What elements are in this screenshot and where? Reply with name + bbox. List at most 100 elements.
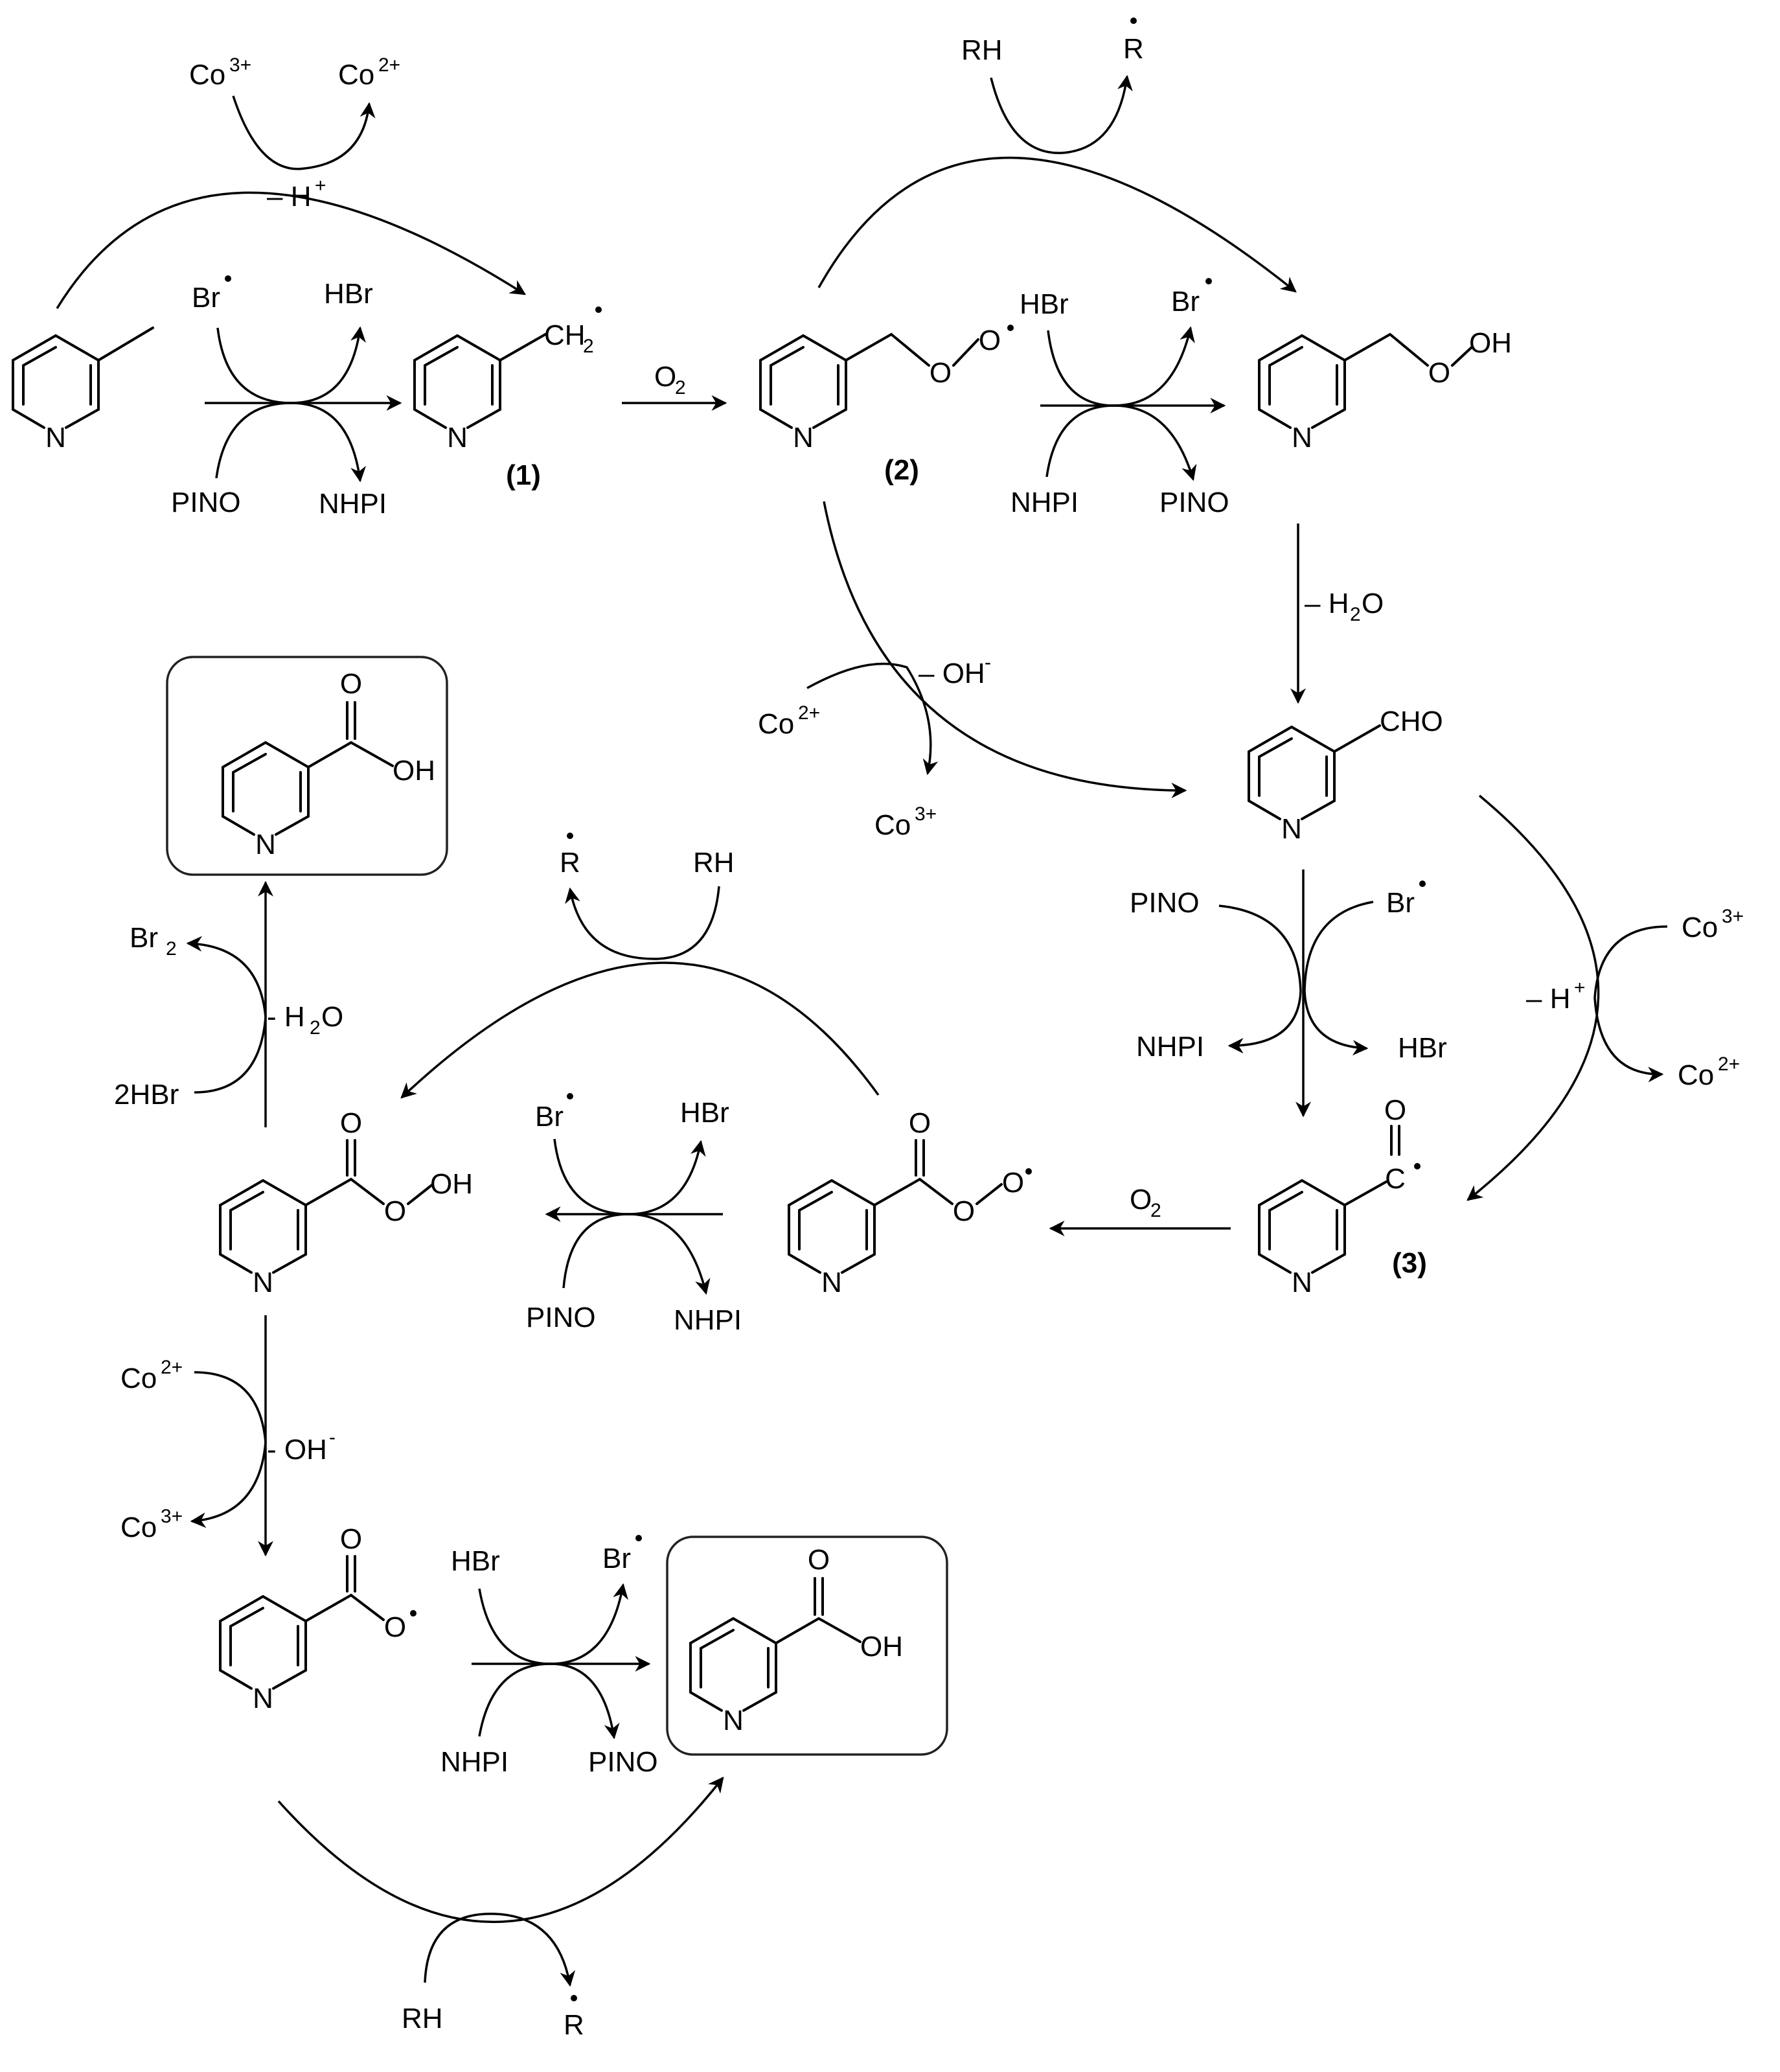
svg-text:R: R (1123, 33, 1144, 65)
svg-text:Br: Br (192, 282, 220, 314)
minus-h-label: – H+ (1526, 977, 1586, 1015)
svg-text:Co: Co (120, 1512, 157, 1543)
svg-text:– H: – H (1526, 983, 1570, 1015)
oxygen-label: O (808, 1544, 830, 1576)
svg-text:+: + (1574, 977, 1586, 998)
br-radical-label: Br (1171, 278, 1212, 317)
br2-label: Br 2 (130, 922, 177, 960)
arrow-hbr-to-br (1047, 326, 1195, 407)
svg-text:Br: Br (1386, 887, 1415, 919)
svg-text:Co: Co (189, 59, 225, 91)
oxygen-label: O (1002, 1167, 1024, 1199)
svg-text:3+: 3+ (161, 1506, 183, 1527)
oxygen-label: O (953, 1195, 975, 1227)
compound-label-3: (3) (1392, 1247, 1427, 1279)
svg-text:Co: Co (1682, 912, 1718, 943)
oxygen-label: O (930, 357, 952, 389)
svg-text:Br: Br (602, 1543, 631, 1574)
pino-label: PINO (171, 487, 241, 518)
svg-text:O: O (1130, 1184, 1152, 1215)
hbr-label: HBr (1020, 288, 1069, 320)
svg-text:3+: 3+ (229, 54, 251, 76)
svg-text:3+: 3+ (1722, 906, 1744, 927)
minus-oh-label: - OH- (267, 1427, 336, 1466)
radical-dot (410, 1610, 416, 1617)
curved-arrow-co-oxidation-2 (1466, 794, 1600, 1201)
nitrogen-label: N (45, 422, 66, 454)
arrow-br-to-hbr (1303, 901, 1374, 1056)
rh-label: RH (961, 34, 1003, 66)
br-radical-label: Br (1386, 881, 1426, 919)
minus-h2o-label-2: - H 2 O (267, 1001, 343, 1039)
oxygen-label: O (1428, 357, 1450, 389)
pyridine-carboxyl-radical: N O O (219, 1523, 416, 1714)
hbr-label: HBr (680, 1097, 729, 1129)
arrow-pino-to-nhpi (215, 402, 367, 483)
svg-text:– H: – H (1305, 588, 1349, 619)
svg-text:R: R (564, 2009, 584, 2041)
compound-label-2: (2) (884, 454, 919, 486)
curved-arrow-co-reduction (823, 501, 1187, 798)
minus-h-label: – H+ (267, 175, 326, 213)
svg-text:R: R (560, 847, 580, 879)
svg-text:Co: Co (338, 59, 374, 91)
arrow-br-to-hbr (553, 1138, 706, 1215)
oxygen-label: O (340, 1523, 362, 1555)
nitrogen-label: N (1292, 422, 1312, 454)
nitrogen-label: N (253, 1267, 273, 1298)
svg-text:O: O (1362, 588, 1384, 619)
pyridine-peroxy-radical-2: N O O (759, 325, 1014, 454)
minus-oh-label: – OH- (919, 652, 991, 689)
svg-text:Co: Co (1678, 1059, 1714, 1091)
r-radical-label: R (564, 1995, 584, 2041)
curved-arrow-rh-abstraction (817, 156, 1297, 293)
r-radical-label: R (560, 833, 580, 879)
svg-text:Co: Co (120, 1363, 157, 1394)
svg-text:– H: – H (267, 181, 311, 213)
nitrogen-label: N (723, 1705, 744, 1736)
two-hbr-label: 2HBr (114, 1079, 179, 1111)
arrow-rh-to-r (565, 886, 720, 960)
svg-text:Br: Br (130, 922, 158, 954)
radical-dot (1025, 1168, 1032, 1175)
arrow-rh-to-r (990, 75, 1133, 154)
pyridine-acyl-radical-3: N C O (1258, 1094, 1421, 1298)
rh-label: RH (693, 847, 735, 879)
radical-dot (1007, 325, 1014, 331)
rh-label: RH (402, 2003, 443, 2034)
svg-text:+: + (315, 175, 326, 196)
pyridine-aldehyde: N CHO (1248, 706, 1443, 845)
oxygen-label: O (979, 325, 1001, 356)
arrow-co2-to-co3 (806, 662, 939, 776)
radical-dot (595, 306, 602, 313)
nhpi-label: NHPI (1136, 1031, 1204, 1063)
hydroxyl-label: OH (860, 1631, 903, 1663)
svg-text:2: 2 (310, 1017, 321, 1039)
br-radical-label: Br (535, 1093, 573, 1133)
nhpi-label: NHPI (319, 488, 387, 520)
svg-text:2: 2 (166, 938, 177, 960)
nitrogen-label: N (447, 422, 468, 454)
svg-text:2+: 2+ (378, 54, 400, 76)
arrow-co3-to-co2 (1593, 925, 1668, 1083)
nitrogen-label: N (793, 422, 814, 454)
arrow-hbr-to-br (478, 1583, 628, 1665)
nitrogen-label: N (1281, 813, 1302, 845)
compound-label-1: (1) (506, 459, 541, 491)
oxygen-label: O (909, 1107, 931, 1139)
oxygen-label: O (1384, 1094, 1406, 1126)
pyridine-radical-1: N CH 2 (413, 306, 602, 454)
carbon-label: C (1385, 1163, 1406, 1195)
nhpi-label: NHPI (674, 1304, 742, 1336)
curved-arrow-rh-abstraction-3 (277, 1777, 724, 1924)
hydroxyl-label: OH (1469, 327, 1512, 359)
curved-arrow-co-oxidation (56, 191, 527, 309)
